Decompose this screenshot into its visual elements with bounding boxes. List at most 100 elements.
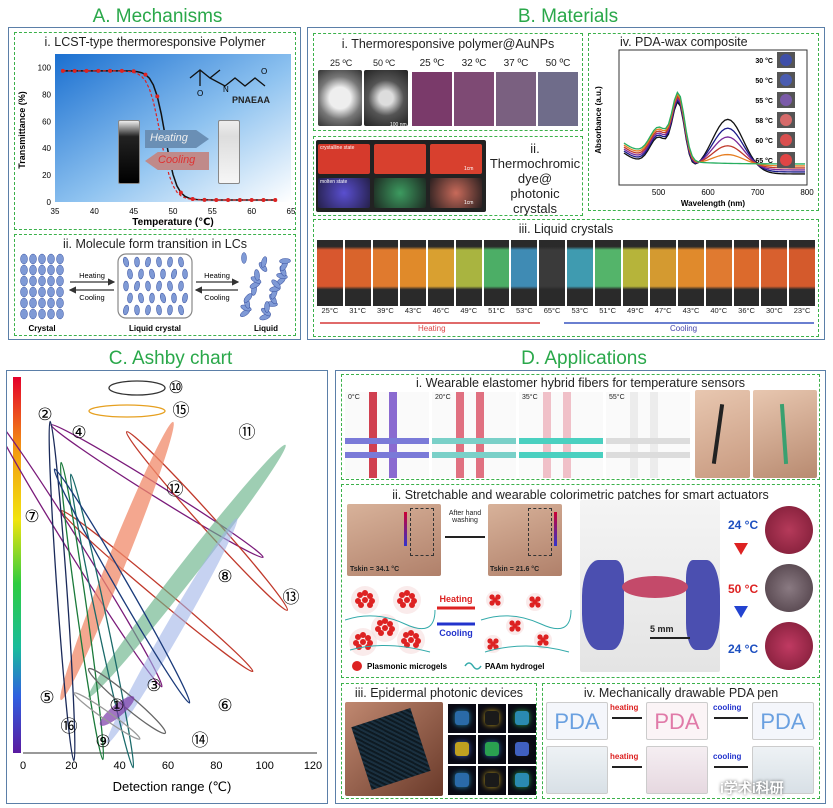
pda-swatch	[780, 54, 792, 66]
microgel-particle	[529, 596, 535, 602]
microgel-particle	[362, 590, 368, 596]
pda-drawing-3	[752, 746, 814, 794]
fiber-vertical	[630, 392, 638, 478]
microgel-particle	[543, 634, 549, 640]
pen-arrow-4	[714, 766, 748, 768]
abs-xtick: 800	[800, 188, 814, 197]
lc-temp: 36°C	[738, 306, 755, 315]
lcst-point	[131, 69, 136, 74]
tem-image-25	[318, 70, 362, 126]
microgel-particle	[535, 602, 541, 608]
fiber-temp-label: 0°C	[348, 394, 360, 401]
cooling-label: Cooling	[158, 154, 196, 166]
lc-cool-1: Cooling	[79, 293, 104, 302]
microgel-particle	[365, 635, 371, 641]
microgel-particle	[493, 644, 499, 650]
ashby-label: ⑤	[39, 688, 54, 707]
panel-b-iv-title: iv. PDA-wax composite	[620, 35, 748, 49]
photonic-cell	[508, 735, 536, 764]
microgel-particle	[355, 634, 361, 640]
fiber-horizontal	[606, 438, 690, 444]
lc-temp: 53°C	[571, 306, 589, 315]
d-ii-temp-2: 50 °C	[728, 582, 759, 596]
crystal-molecule	[29, 264, 37, 276]
ashby-region	[53, 468, 191, 704]
photonic-dot	[485, 773, 499, 787]
photonic-dot	[455, 742, 469, 756]
lc-cooling-label: Cooling	[670, 324, 698, 333]
microgel-particle	[355, 598, 361, 604]
lc-molecule	[171, 292, 177, 304]
lc-molecules	[123, 256, 188, 316]
microgel-particle	[489, 594, 495, 600]
pda-drawing-2	[646, 746, 708, 794]
fiber-temp-label: 20°C	[435, 394, 451, 401]
ashby-xtick: 0	[20, 760, 26, 772]
pda-curve	[623, 92, 806, 167]
crystal-molecule	[38, 308, 46, 320]
pen-cool-2: cooling	[713, 752, 742, 761]
actuator-scalebar	[650, 637, 690, 639]
lc-color-strip	[316, 240, 816, 306]
lcst-ytick: 60	[42, 117, 51, 126]
lc-frame	[539, 240, 565, 306]
after-wash-label: After hand washing	[448, 510, 482, 524]
crystal-molecule	[47, 275, 55, 287]
lc-molecule	[160, 292, 166, 304]
crystal-molecule	[56, 308, 64, 320]
crystal-molecule	[38, 253, 46, 265]
crystal-molecule	[20, 253, 28, 265]
lc-temp: 43°C	[404, 306, 422, 315]
pda-pen-blue-2: PDA	[752, 702, 814, 740]
crystal-molecule	[47, 286, 55, 298]
fiber-temp-label: 55°C	[609, 394, 625, 401]
microgel-particle	[537, 634, 543, 640]
svg-text:O: O	[197, 89, 203, 98]
panel-a-i-frame	[14, 32, 296, 230]
fiber-vertical	[543, 392, 551, 478]
ashby-label: ⑪	[239, 423, 256, 442]
aunp-temp-label: 37 ºC	[503, 58, 529, 69]
microgel-particle	[399, 592, 405, 598]
ashby-label: ⑦	[24, 507, 39, 526]
lc-temp: 30°C	[765, 306, 783, 315]
lc-molecule	[167, 280, 173, 292]
cooling-arrow-line	[564, 322, 814, 324]
lc-temp: 40°C	[710, 306, 728, 315]
lcst-point	[155, 94, 160, 99]
pda-temp-label: 58 °C	[755, 117, 773, 125]
vial-cloudy	[218, 120, 240, 184]
crystal-molecule	[29, 253, 37, 265]
lc-molecule	[145, 280, 151, 292]
fiber-tile: 20°C	[432, 392, 516, 478]
lc-molecule	[138, 268, 144, 280]
microgel-particle	[382, 625, 388, 631]
microgel-particle	[495, 600, 501, 606]
ashby-label: ⑧	[217, 567, 232, 586]
b-ii-line3: dye@	[517, 171, 553, 186]
crystal-molecule	[47, 308, 55, 320]
microgel-particle	[495, 594, 501, 600]
panel-d-iv-title: iv. Mechanically drawable PDA pen	[583, 686, 779, 700]
lc-temp: 65°C	[543, 306, 561, 315]
pen-heat-2: heating	[610, 752, 639, 761]
svg-text:O: O	[261, 67, 267, 76]
lc-transition-diagram: Heating Cooling Heating Cooling Crystal …	[20, 252, 291, 333]
lc-molecule	[127, 268, 133, 280]
panel-b-iii-frame	[313, 219, 819, 337]
lc-molecule	[167, 256, 173, 268]
microgel-particle	[367, 593, 373, 599]
panel-d	[335, 370, 826, 804]
pen-cool-1: cooling	[713, 703, 742, 712]
lc-molecule	[182, 268, 188, 280]
microgel-particle	[382, 618, 388, 624]
aunp-swatch	[412, 72, 452, 126]
fiber-vertical	[563, 392, 571, 478]
microgel-particle	[401, 638, 407, 644]
fiber-horizontal	[519, 438, 603, 444]
scale-bar-after	[554, 512, 557, 546]
abs-ylabel: Absorbance (a.u.)	[594, 86, 603, 154]
microgel-particle	[509, 620, 515, 626]
crystal-molecules	[20, 253, 64, 320]
lc-temp: 51°C	[488, 306, 505, 315]
